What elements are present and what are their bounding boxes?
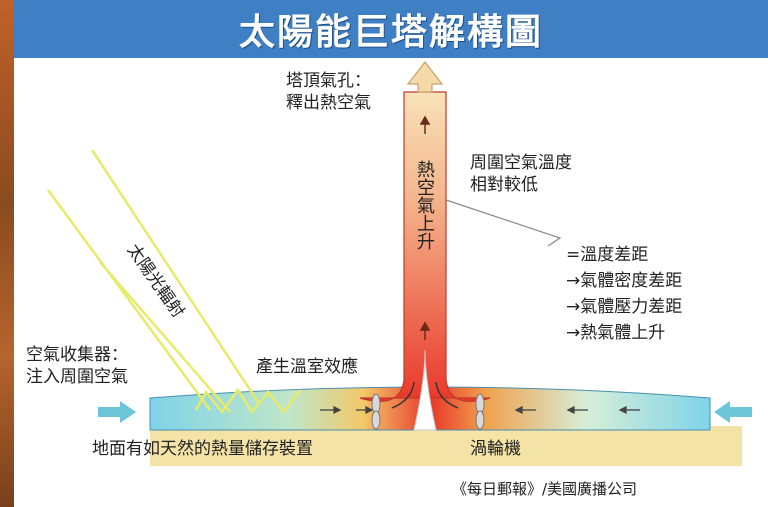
flow-arrow-left	[391, 381, 415, 409]
effect-line1: =溫度差距	[566, 245, 649, 265]
effect-line2: →氣體密度差距	[566, 271, 683, 291]
collector-line1: 空氣收集器：	[26, 345, 128, 365]
callout-line	[445, 199, 562, 247]
top-vent-arrow	[406, 61, 444, 93]
greenhouse-effect-label: 產生溫室效應	[256, 357, 358, 377]
flow-arrow-right	[435, 381, 459, 409]
turbine-label: 渦輪機	[470, 439, 521, 459]
effect-line4: →熱氣體上升	[566, 323, 666, 343]
solar-tower	[359, 91, 491, 402]
collector-line2: 注入周圍空氣	[26, 367, 128, 387]
surround-temp-label: 周圍空氣溫度 相對較低	[470, 152, 572, 196]
surround-temp-line1: 周圍空氣溫度	[470, 153, 572, 173]
ground-layer	[150, 426, 742, 466]
title-bar: 太陽能巨塔解構圖	[14, 0, 768, 58]
source-credit: 《每日郵報》/美國廣播公司	[452, 480, 638, 498]
tower-top-vent-line2: 釋出熱空氣	[286, 93, 371, 113]
tower-top-vent-label: 塔頂氣孔： 釋出熱空氣	[286, 70, 371, 114]
turbine-right-icon	[475, 393, 485, 430]
collector-flow-arrows	[320, 405, 640, 415]
diagram-title: 太陽能巨塔解構圖	[238, 12, 543, 53]
effect-line3: →氣體壓力差距	[566, 297, 683, 317]
intake-arrow-left	[98, 401, 136, 423]
turbine-left-icon	[371, 393, 381, 430]
tower-updraft-arrows	[419, 115, 431, 340]
tower-top-vent-line1: 塔頂氣孔：	[286, 71, 371, 91]
effect-chain-label: =溫度差距 →氣體密度差距 →氣體壓力差距 →熱氣體上升	[566, 242, 682, 346]
surround-temp-line2: 相對較低	[470, 175, 538, 195]
sun-rays	[46, 149, 302, 415]
tower-base-cone	[413, 349, 437, 431]
collector-label: 空氣收集器： 注入周圍空氣	[26, 344, 128, 388]
intake-arrow-right	[714, 401, 752, 423]
ground-storage-label: 地面有如天然的熱量儲存裝置	[92, 439, 313, 459]
left-edge-strip	[0, 0, 14, 507]
hot-air-rises-label: 熱空氣上升	[414, 160, 435, 250]
